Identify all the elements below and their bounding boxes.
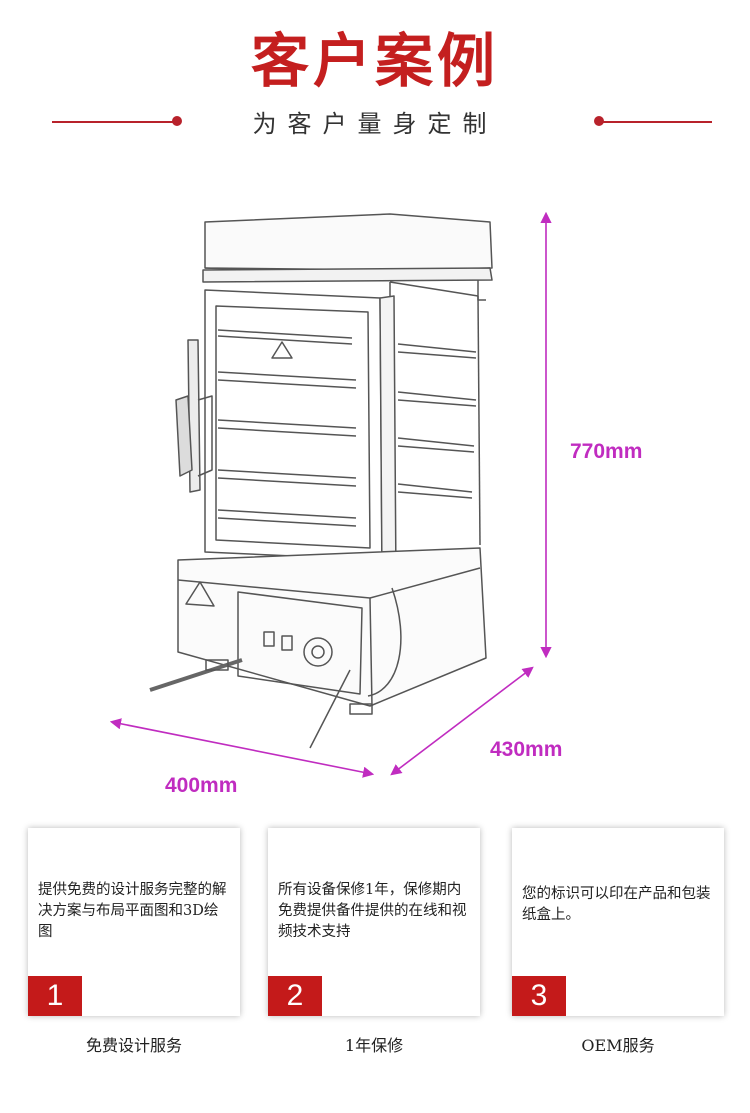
service-card-number: 2 bbox=[268, 976, 322, 1016]
service-card-text: 所有设备保修1年，保修期内免费提供备件提供的在线和视频技术支持 bbox=[278, 882, 467, 940]
service-card-number: 1 bbox=[28, 976, 82, 1016]
subtitle-divider-left bbox=[52, 121, 176, 123]
service-card-design: 提供免费的设计服务完整的解决方案与布局平面图和3D绘图 1 bbox=[28, 828, 240, 1016]
subtitle-row: 为客户量身定制 bbox=[0, 102, 750, 142]
subtitle-dot-right bbox=[594, 116, 604, 126]
service-caption-warranty: 1年保修 bbox=[344, 1036, 404, 1055]
height-dimension-label: 770mm bbox=[570, 440, 643, 463]
service-caption-design: 免费设计服务 bbox=[85, 1036, 182, 1055]
service-card-warranty: 所有设备保修1年，保修期内免费提供备件提供的在线和视频技术支持 2 bbox=[268, 828, 480, 1016]
page-title: 客户案例 bbox=[250, 27, 499, 95]
service-card-oem: 您的标识可以印在产品和包装纸盒上。 3 bbox=[512, 828, 724, 1016]
service-caption-oem: OEM服务 bbox=[581, 1036, 655, 1055]
service-card-text: 提供免费的设计服务完整的解决方案与布局平面图和3D绘图 bbox=[38, 882, 227, 940]
service-card-text: 您的标识可以印在产品和包装纸盒上。 bbox=[522, 886, 711, 923]
width-dimension-label: 400mm bbox=[165, 774, 238, 797]
subtitle-divider-right bbox=[600, 121, 712, 123]
depth-dimension-label: 430mm bbox=[490, 738, 563, 761]
service-card-number: 3 bbox=[512, 976, 566, 1016]
page-subtitle: 为客户量身定制 bbox=[252, 110, 498, 138]
subtitle-dot-left bbox=[172, 116, 182, 126]
width-dimension-arrow bbox=[109, 718, 375, 778]
